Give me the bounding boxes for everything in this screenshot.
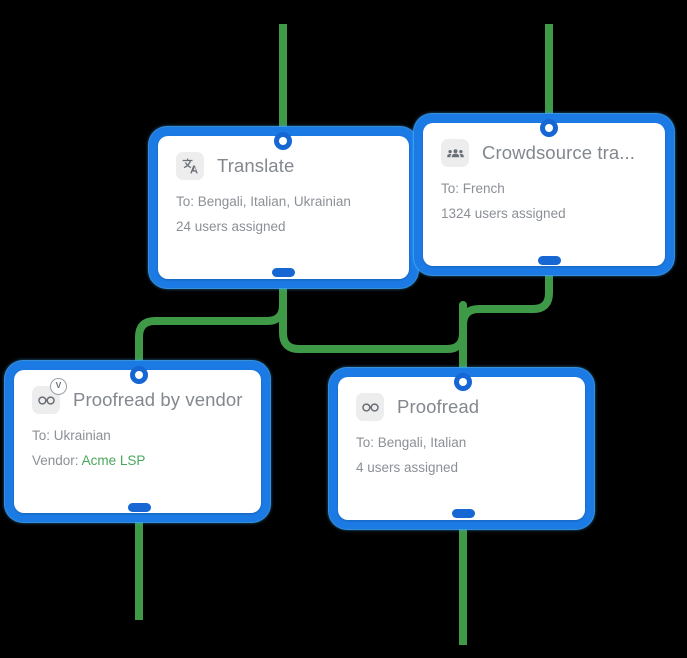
translate-input-stub — [279, 24, 287, 144]
node-proofread-by-vendor-title: Proofread by vendor — [73, 389, 243, 410]
node-translate-target-languages: To: Bengali, Italian, Ukrainian — [176, 194, 351, 209]
node-crowdsource-translate-title: Crowdsource tra... — [482, 142, 635, 163]
node-proofread-by-vendor-header: V Proofread by vendor — [32, 378, 243, 414]
node-crowdsource-translate-output-port[interactable] — [538, 256, 561, 265]
vendor-label: Vendor: — [32, 453, 79, 468]
node-proofread[interactable]: Proofread To: Bengali, Italian 4 users a… — [329, 368, 594, 529]
crowdsource-input-stub — [545, 24, 553, 128]
translate-icon — [176, 152, 204, 180]
node-proofread-assignees: 4 users assigned — [356, 460, 459, 475]
node-proofread-output-port[interactable] — [452, 509, 475, 518]
node-crowdsource-translate-assignees: 1324 users assigned — [441, 206, 566, 221]
node-proofread-by-vendor-target-languages: To: Ukrainian — [32, 428, 111, 443]
vendor-badge-icon: V — [50, 378, 67, 395]
node-crowdsource-translate-body[interactable]: Crowdsource tra... To: French 1324 users… — [423, 123, 665, 266]
node-proofread-body[interactable]: Proofread To: Bengali, Italian 4 users a… — [338, 377, 585, 520]
glasses-vendor-icon: V — [32, 378, 67, 414]
group-people-icon — [441, 139, 469, 167]
node-crowdsource-translate-target-languages: To: French — [441, 181, 505, 196]
edge-crowdsource-to-proofread — [459, 268, 553, 386]
node-crowdsource-translate[interactable]: Crowdsource tra... To: French 1324 users… — [414, 114, 674, 275]
node-crowdsource-translate-header: Crowdsource tra... — [441, 139, 647, 167]
node-proofread-by-vendor-vendor-row: Vendor: Acme LSP — [32, 453, 243, 468]
node-proofread-target-languages: To: Bengali, Italian — [356, 435, 467, 450]
node-proofread-header: Proofread — [356, 393, 567, 421]
node-translate-input-port[interactable] — [274, 132, 292, 150]
node-proofread-by-vendor-output-port[interactable] — [128, 503, 151, 512]
node-translate[interactable]: Translate To: Bengali, Italian, Ukrainia… — [149, 127, 418, 288]
node-crowdsource-translate-input-port[interactable] — [540, 119, 558, 137]
node-translate-assignees: 24 users assigned — [176, 219, 286, 234]
node-translate-title: Translate — [217, 155, 295, 176]
proofread-by-vendor-output-stub — [135, 508, 143, 620]
node-proofread-by-vendor-input-port[interactable] — [130, 366, 148, 384]
glasses-icon — [356, 393, 384, 421]
node-translate-body[interactable]: Translate To: Bengali, Italian, Ukrainia… — [158, 136, 409, 279]
node-proofread-by-vendor-body[interactable]: V Proofread by vendor To: Ukrainian Vend… — [14, 370, 261, 513]
node-proofread-input-port[interactable] — [454, 373, 472, 391]
vendor-value: Acme LSP — [81, 453, 146, 468]
node-proofread-by-vendor[interactable]: V Proofread by vendor To: Ukrainian Vend… — [5, 361, 270, 522]
node-translate-output-port[interactable] — [272, 268, 295, 277]
node-proofread-title: Proofread — [397, 396, 480, 417]
node-translate-header: Translate — [176, 152, 391, 180]
proofread-output-stub — [459, 513, 467, 645]
